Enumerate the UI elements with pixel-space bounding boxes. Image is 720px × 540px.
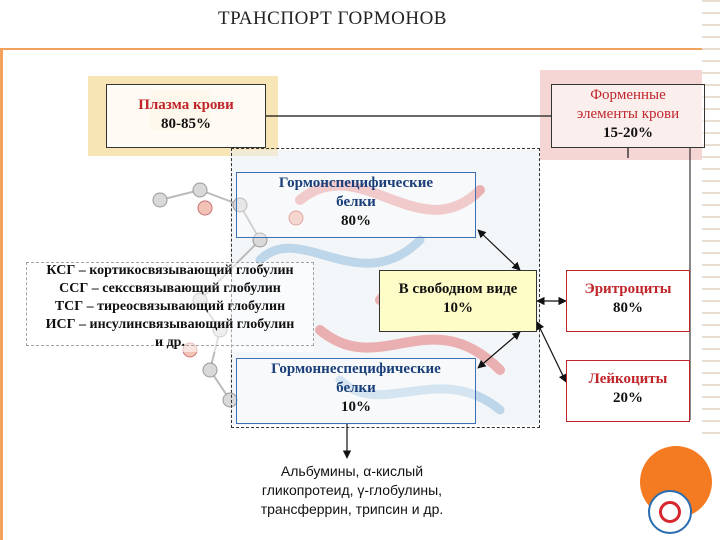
albumin-line: трансферрин, трипсин и др. [260,501,444,517]
nonspecific-proteins-label-2: белки [336,380,376,396]
globulin-item: ТСГ – тиреосвязывающий глобулин [54,299,286,314]
globulin-list: КСГ – кортикосвязывающий глобулин ССГ – … [26,262,314,352]
globulin-item: КСГ – кортикосвязывающий глобулин [46,263,294,278]
albumin-line: Альбумины, α-кислый [280,463,424,479]
formed-elements-box: Форменные элементы крови 15-20% [551,84,705,148]
nonspecific-proteins-box: Гормоннеспецифические белки 10% [236,358,476,424]
plasma-label: Плазма крови [138,97,234,113]
globulin-item: ИСГ – инсулинсвязывающий глобулин [45,317,295,332]
page-title: ТРАНСПОРТ ГОРМОНОВ [218,8,447,29]
free-form-percent: 10% [443,300,473,316]
albumin-line: гликопротеид, γ-глобулины, [261,482,443,498]
specific-proteins-percent: 80% [341,213,371,229]
erythrocytes-label: Эритроциты [584,281,672,297]
logo [648,490,692,534]
specific-proteins-label-2: белки [336,194,376,210]
leukocytes-label: Лейкоциты [588,371,668,387]
nonspecific-proteins-percent: 10% [341,399,371,415]
formed-elements-label-1: Форменные [590,87,666,103]
erythrocytes-percent: 80% [613,300,643,316]
erythrocytes-box: Эритроциты 80% [566,270,690,332]
leukocytes-percent: 20% [613,390,643,406]
leukocytes-box: Лейкоциты 20% [566,360,690,422]
albumin-list: Альбумины, α-кислый гликопротеид, γ-глоб… [228,462,476,519]
decorative-stripe [702,0,720,440]
globulin-item: и др. [155,335,185,350]
formed-elements-label-2: элементы крови [576,106,680,122]
specific-proteins-box: Гормонспецифические белки 80% [236,172,476,238]
free-form-box: В свободном виде 10% [379,270,537,332]
plasma-box: Плазма крови 80-85% [106,84,266,148]
nonspecific-proteins-label-1: Гормоннеспецифические [271,361,441,377]
top-rule [0,48,720,50]
globulin-item: ССГ – сексcвязывающий глобулин [59,281,281,296]
free-form-label: В свободном виде [398,281,518,297]
formed-elements-percent: 15-20% [603,125,653,141]
left-rule [0,48,3,540]
plasma-percent: 80-85% [161,116,211,132]
specific-proteins-label-1: Гормонспецифические [278,175,434,191]
